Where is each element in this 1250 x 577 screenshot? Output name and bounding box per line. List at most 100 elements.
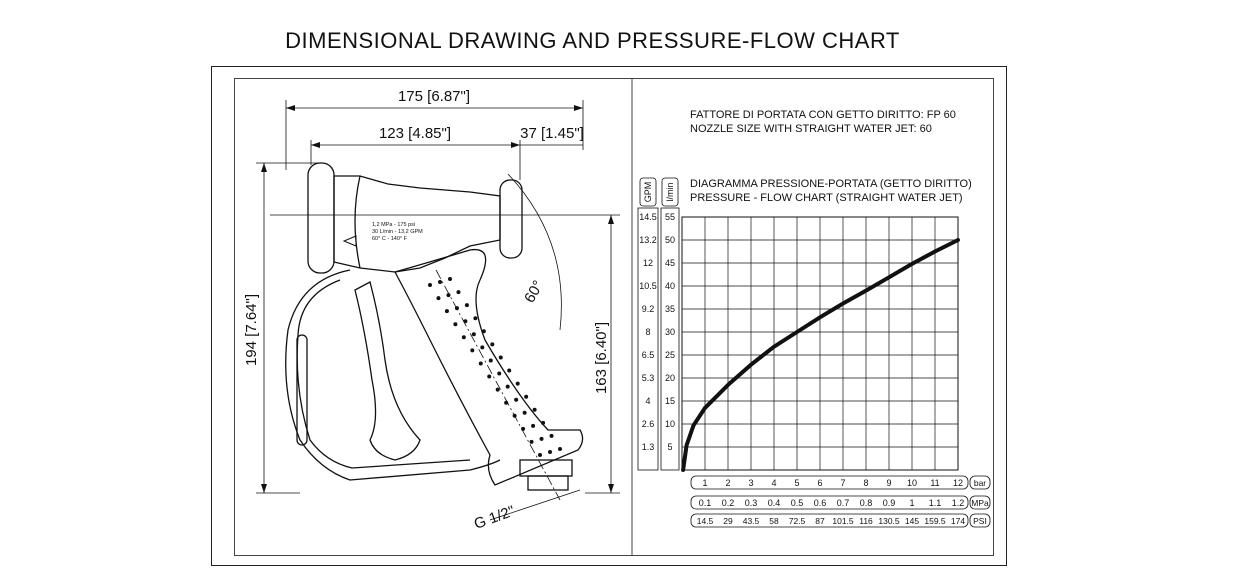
lmin-tick-label: 55 <box>665 212 675 222</box>
bar-tick-label: 12 <box>953 478 963 488</box>
bar-tick-label: 4 <box>771 478 776 488</box>
mpa-tick-label: 0.4 <box>768 498 781 508</box>
dim-handle-height: 163 [6.40"] <box>593 322 610 394</box>
body-label: 1,2 MPa - 175 psi 30 L/min - 13,2 GPM 60… <box>342 222 423 247</box>
bar-tick-label: 3 <box>748 478 753 488</box>
mpa-tick-label: 0.1 <box>699 498 712 508</box>
chart-grid <box>681 216 959 471</box>
mpa-axis-row <box>690 495 969 510</box>
page-title: DIMENSIONAL DRAWING AND PRESSURE-FLOW CH… <box>285 28 900 53</box>
gpm-tick-label: 4 <box>645 396 650 406</box>
dim-overall-width: 175 [6.87"] <box>398 88 470 105</box>
outlet-cap <box>499 179 523 259</box>
label-temp: 60° C - 140° F <box>372 236 408 242</box>
bar-tick-label: 10 <box>907 478 917 488</box>
grip-dot <box>497 371 502 376</box>
mpa-tick-label: 0.6 <box>814 498 827 508</box>
drawing-inner-frame <box>234 78 994 556</box>
grip-dot <box>539 436 544 441</box>
mpa-unit-label: MPa <box>971 498 989 508</box>
lmin-tick-label: 10 <box>665 419 675 429</box>
note-nozzle-it: FATTORE DI PORTATA CON GETTO DIRITTO: FP… <box>690 109 956 121</box>
inlet-cap <box>307 162 335 274</box>
gpm-tick-label: 10.5 <box>639 281 657 291</box>
lmin-tick-label: 35 <box>665 304 675 314</box>
angle-label: 60° <box>521 278 547 306</box>
grip-dot <box>481 329 486 334</box>
handle-grip <box>394 248 584 486</box>
bar-tick-label: 2 <box>725 478 730 488</box>
gpm-tick-label: 9.2 <box>642 304 655 314</box>
psi-unit-box <box>969 513 991 528</box>
gpm-unit-box <box>639 177 657 207</box>
psi-tick-label: 145 <box>905 516 919 526</box>
psi-tick-label: 72.5 <box>789 516 806 526</box>
note-chart-en: PRESSURE - FLOW CHART (STRAIGHT WATER JE… <box>690 192 963 204</box>
mpa-unit-box <box>969 495 991 510</box>
lmin-tick-label: 50 <box>665 235 675 245</box>
dimension-arrows <box>261 105 614 493</box>
grip-dot <box>532 407 537 412</box>
mpa-tick-label: 0.5 <box>791 498 804 508</box>
grip-dot <box>456 290 461 295</box>
gpm-tick-label: 5.3 <box>642 373 655 383</box>
bar-tick-label: 11 <box>930 478 939 488</box>
grip-dot <box>507 368 512 373</box>
grip-dot <box>522 410 527 415</box>
spray-gun-drawing <box>270 162 620 501</box>
bar-tick-label: 1 <box>702 478 707 488</box>
dimension-lines <box>256 100 620 521</box>
grip-dot <box>529 439 534 444</box>
bar-unit-box <box>969 475 991 490</box>
mpa-tick-label: 0.9 <box>883 498 896 508</box>
bar-tick-label: 7 <box>840 478 845 488</box>
gpm-tick-label: 8 <box>645 327 650 337</box>
bar-tick-label: 5 <box>794 478 799 488</box>
lmin-unit-label: l/min <box>665 182 675 201</box>
grip-dot <box>541 420 546 425</box>
psi-unit-label: PSI <box>973 516 987 526</box>
psi-axis-row <box>690 513 969 528</box>
psi-tick-label: 174 <box>951 516 965 526</box>
mpa-tick-label: 0.2 <box>722 498 735 508</box>
grip-dot <box>448 277 452 281</box>
lmin-tick-label: 15 <box>665 396 675 406</box>
dim-body-width: 123 [4.85"] <box>379 125 451 142</box>
mpa-tick-label: 1.1 <box>929 498 942 508</box>
trigger <box>354 281 421 461</box>
gpm-tick-label: 6.5 <box>642 350 655 360</box>
gpm-tick-label: 12 <box>643 258 653 268</box>
bar-unit-label: bar <box>974 478 986 488</box>
bar-tick-label: 9 <box>886 478 891 488</box>
psi-tick-label: 130.5 <box>878 516 900 526</box>
gpm-tick-label: 13.2 <box>639 235 657 245</box>
lmin-tick-label: 5 <box>667 442 672 452</box>
bar-tick-label: 6 <box>817 478 822 488</box>
lmin-tick-label: 20 <box>665 373 675 383</box>
gpm-unit-label: GPM <box>643 182 653 203</box>
bar-axis-row <box>690 475 969 490</box>
lmin-tick-label: 25 <box>665 350 675 360</box>
grip-dot <box>505 384 510 389</box>
lmin-unit-box <box>661 177 679 207</box>
note-chart-it: DIAGRAMMA PRESSIONE-PORTATA (GETTO DIRIT… <box>690 178 972 190</box>
psi-tick-label: 116 <box>859 516 873 526</box>
grip-dot <box>524 394 529 399</box>
grip-dot <box>436 296 441 301</box>
grip-dot <box>471 332 476 337</box>
y-tick-labels: 51.3102.6154205.3256.5308359.24010.54512… <box>639 212 675 452</box>
grip-dot <box>490 342 495 347</box>
grip-dot <box>487 374 492 379</box>
grip-dot <box>548 450 552 454</box>
mpa-tick-label: 0.8 <box>860 498 873 508</box>
dim-nozzle-width: 37 [1.45"] <box>520 125 584 142</box>
grip-dot <box>470 348 475 353</box>
grip-dot <box>453 322 458 327</box>
psi-tick-label: 58 <box>769 516 779 526</box>
grip-dot <box>549 433 554 438</box>
psi-tick-label: 14.5 <box>697 516 714 526</box>
grip-dot <box>428 283 432 287</box>
gpm-tick-label: 1.3 <box>642 442 655 452</box>
grip-dot <box>498 355 503 360</box>
